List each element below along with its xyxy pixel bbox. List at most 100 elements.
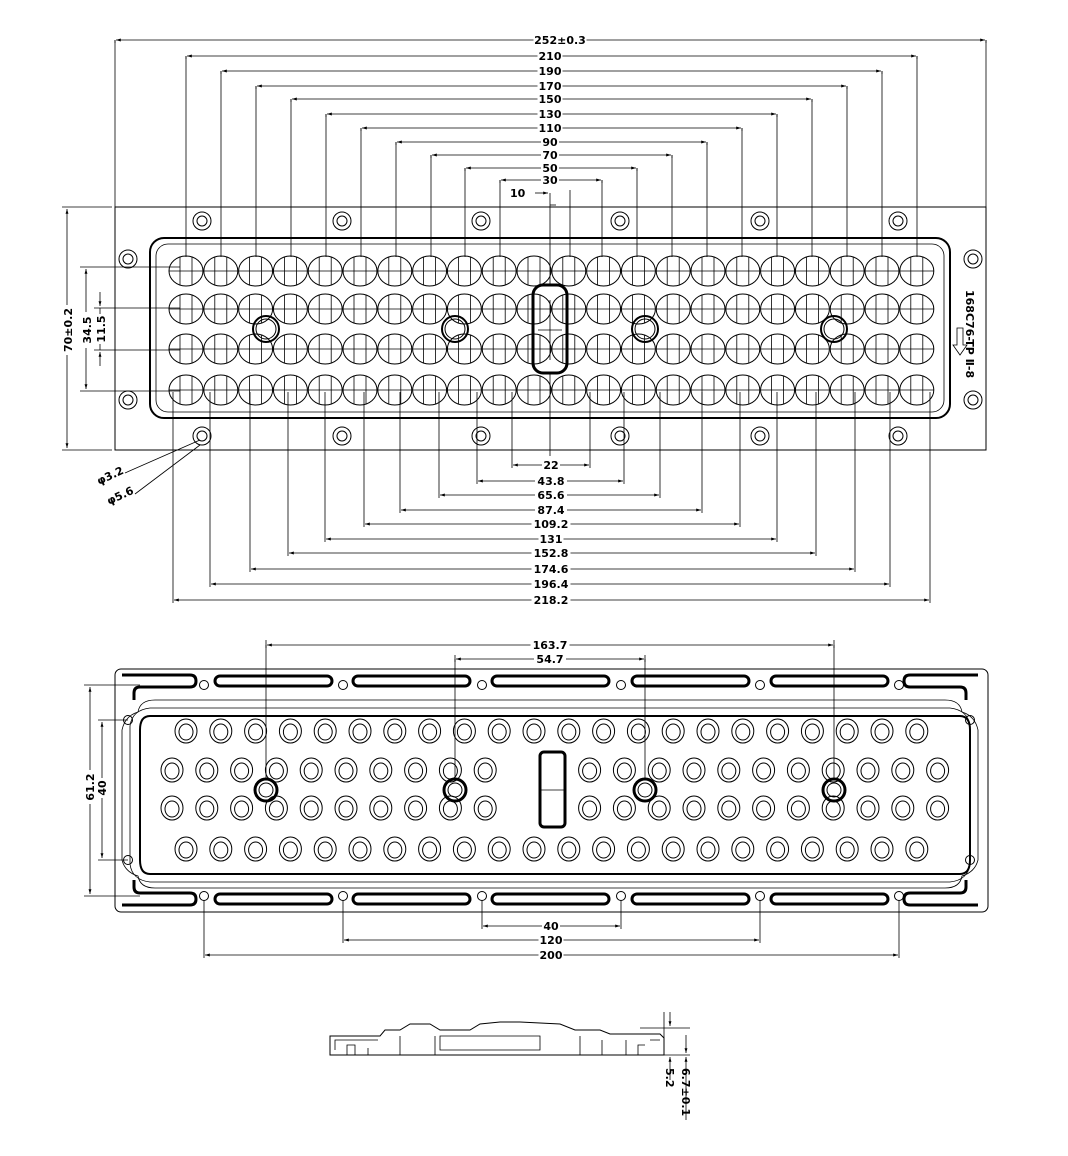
- bottom-center-slot: [538, 750, 567, 829]
- lens-base: [404, 795, 428, 821]
- dim-top-2: 190: [539, 65, 562, 78]
- lens-base-inner: [630, 723, 646, 741]
- dim-phi-5-6: φ5.6: [105, 484, 136, 508]
- lens-base-inner: [352, 723, 368, 741]
- lens-base: [334, 795, 358, 821]
- lens-base: [661, 836, 685, 862]
- mount-hole-inner: [614, 215, 626, 227]
- dim-top-1: 210: [539, 50, 562, 63]
- top-left-dimensions: 70±0.2 34.5 11.5: [58, 206, 180, 451]
- lens-base-inner: [790, 800, 806, 818]
- lens-base: [244, 836, 268, 862]
- large-hole-inner: [255, 318, 277, 340]
- bottom-outer-plate: [114, 668, 989, 913]
- lens-base-inner: [526, 723, 542, 741]
- dim-34-5: 34.5: [81, 316, 94, 343]
- lens-base-inner: [839, 723, 855, 741]
- lens-base: [800, 718, 824, 744]
- lens-base: [752, 795, 776, 821]
- lens-base-inner: [825, 800, 841, 818]
- lens-base-inner: [213, 723, 229, 741]
- lens-base-inner: [665, 723, 681, 741]
- top-large-holes: [252, 315, 848, 343]
- lens-base-inner: [317, 723, 333, 741]
- lens-base: [278, 836, 302, 862]
- lens-base: [766, 836, 790, 862]
- dim-top-10: 10: [510, 187, 526, 200]
- mount-hole-outer: [750, 426, 770, 446]
- small-hole: [965, 855, 975, 865]
- side-hole-outer: [963, 390, 983, 410]
- top-mount-holes: [118, 211, 983, 446]
- lens-base-inner: [804, 841, 820, 859]
- lens-base-inner: [477, 800, 493, 818]
- lens-base-inner: [651, 762, 667, 780]
- lens-base-inner: [422, 723, 438, 741]
- lens-base: [592, 718, 616, 744]
- lens-base-inner: [164, 762, 180, 780]
- lens-base: [870, 836, 894, 862]
- mount-hole-outer: [888, 426, 908, 446]
- lens-base: [926, 757, 950, 783]
- lens-base-inner: [248, 841, 264, 859]
- lens-base-inner: [477, 762, 493, 780]
- edge-slot: [351, 892, 472, 906]
- lens-base: [438, 795, 462, 821]
- mount-hole-outer: [888, 211, 908, 231]
- dim-bottom-3: 87.4: [537, 504, 564, 517]
- lens-base-inner: [721, 762, 737, 780]
- lens-base: [696, 718, 720, 744]
- lens-base: [299, 795, 323, 821]
- edge-slot: [490, 892, 611, 906]
- large-hole: [441, 315, 469, 343]
- side-hole-outer: [118, 390, 138, 410]
- lens-base: [856, 795, 880, 821]
- small-hole: [338, 891, 348, 901]
- lens-base: [334, 757, 358, 783]
- lens-base: [905, 836, 929, 862]
- bottom-large-holes: [253, 777, 847, 803]
- lens-base: [230, 757, 254, 783]
- lens-base-inner: [178, 723, 194, 741]
- lens-base-inner: [213, 841, 229, 859]
- lens-base: [160, 757, 184, 783]
- lens-base-inner: [874, 841, 890, 859]
- dim-6-7: 6.7±0.1: [679, 1068, 692, 1116]
- lens-base-inner: [248, 723, 264, 741]
- lens-base: [383, 718, 407, 744]
- lens-base-inner: [756, 762, 772, 780]
- small-hole: [199, 891, 209, 901]
- lens-base-inner: [756, 800, 772, 818]
- lens-base: [383, 836, 407, 862]
- lens-base: [835, 836, 859, 862]
- lens-base-inner: [909, 723, 925, 741]
- lens-base-inner: [825, 762, 841, 780]
- lens-base: [209, 718, 233, 744]
- lens-base-inner: [456, 723, 472, 741]
- dim-40: 40: [543, 920, 559, 933]
- side-hole-inner: [122, 394, 134, 406]
- lens-base: [418, 836, 442, 862]
- lens-base: [786, 757, 810, 783]
- lens-base-inner: [282, 723, 298, 741]
- lens-base: [278, 718, 302, 744]
- dim-bottom-1: 43.8: [537, 475, 564, 488]
- lens-base-inner: [630, 841, 646, 859]
- side-profile: [329, 1021, 665, 1056]
- lens-base-inner: [178, 841, 194, 859]
- dim-bottom-8: 196.4: [534, 578, 569, 591]
- lens-base: [174, 718, 198, 744]
- small-hole: [894, 680, 904, 690]
- large-hole-inner: [447, 782, 463, 798]
- large-hole: [632, 777, 658, 803]
- mount-hole-outer: [610, 211, 630, 231]
- mount-hole-inner: [475, 215, 487, 227]
- lens-base: [800, 836, 824, 862]
- edge-slot: [213, 674, 334, 688]
- lens-base-inner: [930, 800, 946, 818]
- large-hole: [253, 777, 279, 803]
- dim-top-3: 170: [539, 80, 562, 93]
- lens-base: [766, 718, 790, 744]
- lens-base-inner: [839, 841, 855, 859]
